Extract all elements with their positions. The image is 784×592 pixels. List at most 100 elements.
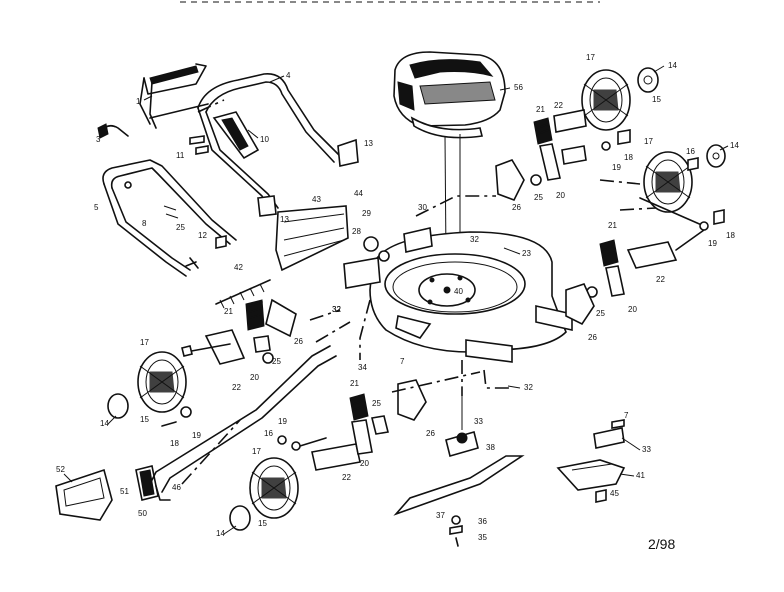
callout: 21 xyxy=(350,379,359,388)
upper-handle-part xyxy=(197,73,359,217)
callout: 46 xyxy=(172,483,181,492)
callout: 3 xyxy=(96,135,101,144)
callout: 14 xyxy=(100,419,109,428)
left-front-height-adjuster xyxy=(245,298,297,364)
callout: 23 xyxy=(522,249,531,258)
callout: 22 xyxy=(232,383,241,392)
callout: 19 xyxy=(192,431,201,440)
callout: 7 xyxy=(400,357,405,366)
right-rear-wheel-assembly xyxy=(530,67,659,186)
callout: 10 xyxy=(260,135,269,144)
lower-handle-part xyxy=(102,159,237,277)
callout: 14 xyxy=(730,141,739,150)
callout: 14 xyxy=(216,529,225,538)
grass-catcher-front-part xyxy=(55,465,159,521)
callout: 21 xyxy=(608,221,617,230)
callout: 37 xyxy=(436,511,445,520)
callout: 22 xyxy=(554,101,563,110)
callout: 33 xyxy=(474,417,483,426)
callout: 22 xyxy=(342,473,351,482)
callout: 45 xyxy=(610,489,619,498)
engine-part xyxy=(393,51,506,259)
callout: 32 xyxy=(524,383,533,392)
callout: 41 xyxy=(636,471,645,480)
callout: 1 xyxy=(136,97,141,106)
callout: 35 xyxy=(478,533,487,542)
callout: 19 xyxy=(708,239,717,248)
part-callouts: 1 4 10 11 13 13 3 5 8 25 12 43 44 42 56 … xyxy=(56,53,739,542)
callout: 26 xyxy=(426,429,435,438)
callout: 21 xyxy=(224,307,233,316)
callout: 15 xyxy=(258,519,267,528)
callout: 38 xyxy=(486,443,495,452)
blade-assembly xyxy=(393,386,525,547)
callout: 16 xyxy=(686,147,695,156)
callout: 29 xyxy=(362,209,371,218)
callout: 18 xyxy=(170,439,179,448)
callout: 30 xyxy=(418,203,427,212)
discharge-chute-part xyxy=(149,345,337,501)
mower-deck-part xyxy=(343,227,573,363)
callout: 19 xyxy=(278,417,287,426)
control-bar-part xyxy=(139,63,209,129)
cable-part xyxy=(97,123,129,139)
callout: 13 xyxy=(280,215,289,224)
callout-leaders xyxy=(63,65,729,535)
callout: 28 xyxy=(352,227,361,236)
callout: 26 xyxy=(512,203,521,212)
right-front-wheel-assembly xyxy=(586,144,726,298)
callout: 32 xyxy=(470,235,479,244)
handle-hardware xyxy=(185,135,227,269)
callout: 21 xyxy=(536,105,545,114)
callout: 32 xyxy=(332,305,341,314)
callout: 5 xyxy=(94,203,99,212)
callout: 17 xyxy=(140,338,149,347)
callout: 50 xyxy=(138,509,147,518)
callout: 17 xyxy=(644,137,653,146)
callout: 25 xyxy=(372,399,381,408)
callout: 36 xyxy=(478,517,487,526)
mulch-plug-part xyxy=(556,419,626,503)
callout: 7 xyxy=(624,411,629,420)
callout: 25 xyxy=(176,223,185,232)
callout: 15 xyxy=(140,415,149,424)
callout: 44 xyxy=(354,189,363,198)
callout: 11 xyxy=(176,151,185,160)
callout: 20 xyxy=(628,305,637,314)
callout: 15 xyxy=(652,95,661,104)
callout: 17 xyxy=(586,53,595,62)
callout: 42 xyxy=(234,263,243,272)
callout: 40 xyxy=(454,287,463,296)
callout: 20 xyxy=(360,459,369,468)
callout: 22 xyxy=(656,275,665,284)
callout: 12 xyxy=(198,231,207,240)
left-front-wheel-assembly xyxy=(229,393,389,531)
callout: 8 xyxy=(142,219,147,228)
callout: 13 xyxy=(364,139,373,148)
callout: 25 xyxy=(272,357,281,366)
callout: 18 xyxy=(726,231,735,240)
callout: 34 xyxy=(358,363,367,372)
callout: 56 xyxy=(514,83,523,92)
callout: 26 xyxy=(588,333,597,342)
callout: 43 xyxy=(312,195,321,204)
callout: 26 xyxy=(294,337,303,346)
callout: 20 xyxy=(556,191,565,200)
callout: 33 xyxy=(642,445,651,454)
callout: 25 xyxy=(596,309,605,318)
page-code: 2/98 xyxy=(648,536,676,552)
callout: 18 xyxy=(624,153,633,162)
left-rear-wheel-assembly xyxy=(107,329,246,427)
callout: 19 xyxy=(612,163,621,172)
callout: 25 xyxy=(534,193,543,202)
grass-deflector-part xyxy=(275,205,349,272)
rod-part xyxy=(215,279,271,309)
callout: 32 xyxy=(332,305,341,314)
assembly-leader-lines xyxy=(181,99,657,485)
callout: 20 xyxy=(250,373,259,382)
callout: 16 xyxy=(264,429,273,438)
callout: 14 xyxy=(668,61,677,70)
callout: 4 xyxy=(286,71,291,80)
adjuster-plates xyxy=(397,159,595,421)
